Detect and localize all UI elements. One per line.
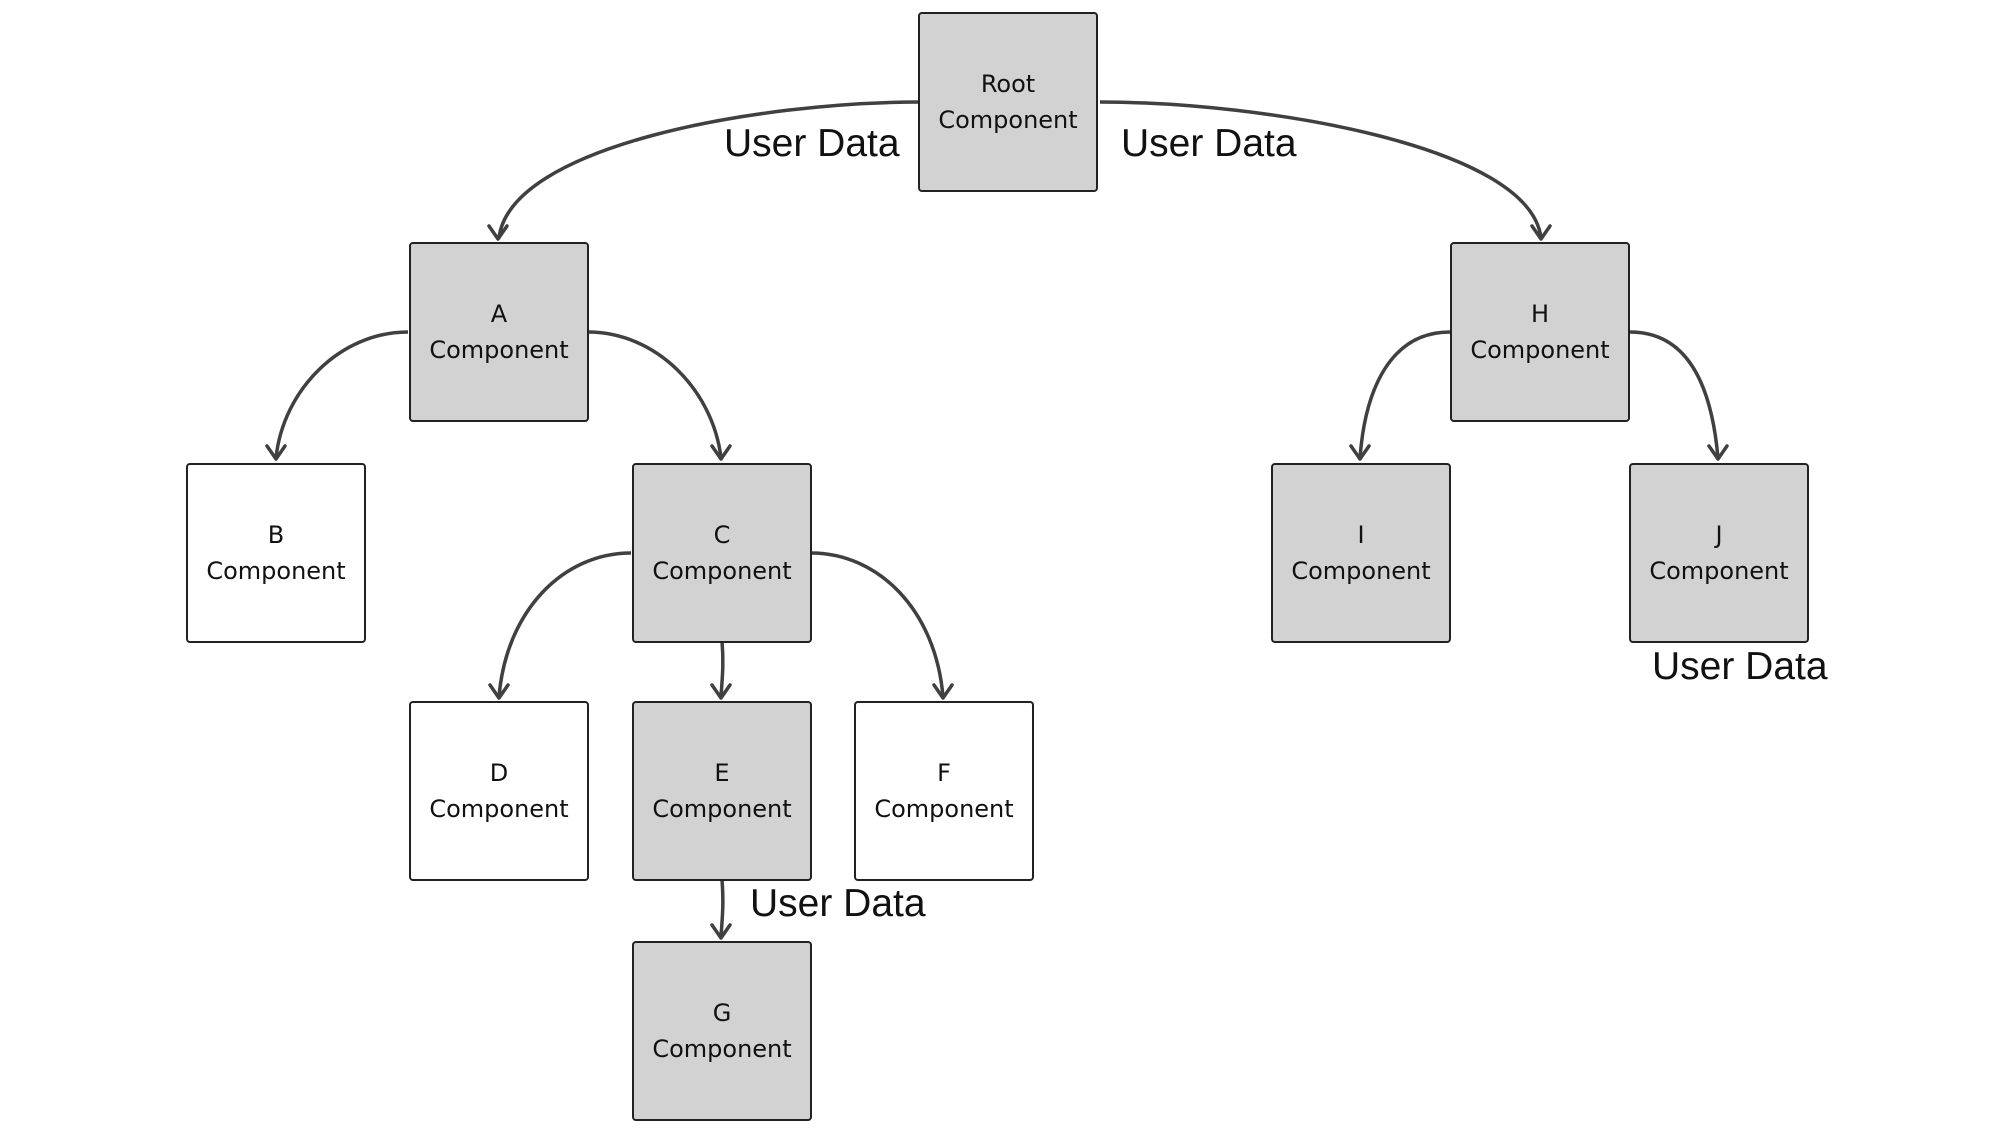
node-h: H Component (1450, 242, 1630, 422)
edge-root-to-h (1099, 100, 1543, 239)
node-f-name: F (937, 759, 951, 787)
label-user-data-root-to-a: User Data (724, 122, 900, 165)
node-root: Root Component (918, 12, 1098, 192)
edge-h-to-j (1629, 330, 1720, 459)
node-j: J Component (1629, 463, 1809, 643)
node-h-type: Component (1470, 336, 1610, 364)
arrowhead-f (932, 683, 954, 700)
edge-c-to-f (810, 551, 945, 698)
node-e-type: Component (652, 795, 792, 823)
node-d-type: Component (429, 795, 569, 823)
node-d-name: D (489, 759, 509, 787)
node-d: D Component (409, 701, 589, 881)
arrowhead-a (487, 224, 509, 241)
node-a-type: Component (429, 336, 569, 364)
node-j-name: J (1715, 521, 1723, 549)
node-a-name: A (490, 300, 508, 328)
label-user-data-e-to-g: User Data (750, 882, 926, 925)
node-h-name: H (1530, 300, 1550, 328)
edge-h-to-i (1358, 330, 1451, 459)
edge-e-to-g (719, 879, 725, 938)
node-g: G Component (632, 941, 812, 1121)
arrowhead-e (710, 683, 732, 700)
arrowhead-d (488, 683, 510, 700)
edge-a-to-c (587, 330, 723, 459)
arrowhead-c (710, 444, 732, 461)
node-f: F Component (854, 701, 1034, 881)
arrowhead-b (265, 444, 287, 461)
arrowhead-i (1349, 444, 1371, 461)
node-g-name: G (712, 999, 732, 1027)
edge-root-to-a (497, 100, 921, 239)
arrowhead-h (1530, 224, 1552, 241)
node-root-name: Root (980, 70, 1036, 98)
label-user-data-root-to-h: User Data (1121, 122, 1297, 165)
node-g-type: Component (652, 1035, 792, 1063)
node-i-name: I (1357, 521, 1365, 549)
edge-a-to-b (274, 330, 409, 459)
node-j-type: Component (1649, 557, 1789, 585)
node-e-name: E (714, 759, 730, 787)
edge-c-to-e (719, 640, 725, 698)
node-c-name: C (713, 521, 731, 549)
node-root-type: Component (938, 106, 1078, 134)
node-i: I Component (1271, 463, 1451, 643)
node-c-type: Component (652, 557, 792, 585)
node-b-name: B (267, 521, 285, 549)
node-i-type: Component (1291, 557, 1431, 585)
node-a: A Component (409, 242, 589, 422)
node-b: B Component (186, 463, 366, 643)
edge-c-to-d (497, 551, 632, 698)
label-user-data-below-j: User Data (1652, 645, 1828, 688)
node-f-type: Component (874, 795, 1014, 823)
node-c: C Component (632, 463, 812, 643)
arrowhead-g (710, 923, 732, 940)
arrowhead-j (1707, 444, 1729, 461)
node-e: E Component (632, 701, 812, 881)
node-b-type: Component (206, 557, 346, 585)
